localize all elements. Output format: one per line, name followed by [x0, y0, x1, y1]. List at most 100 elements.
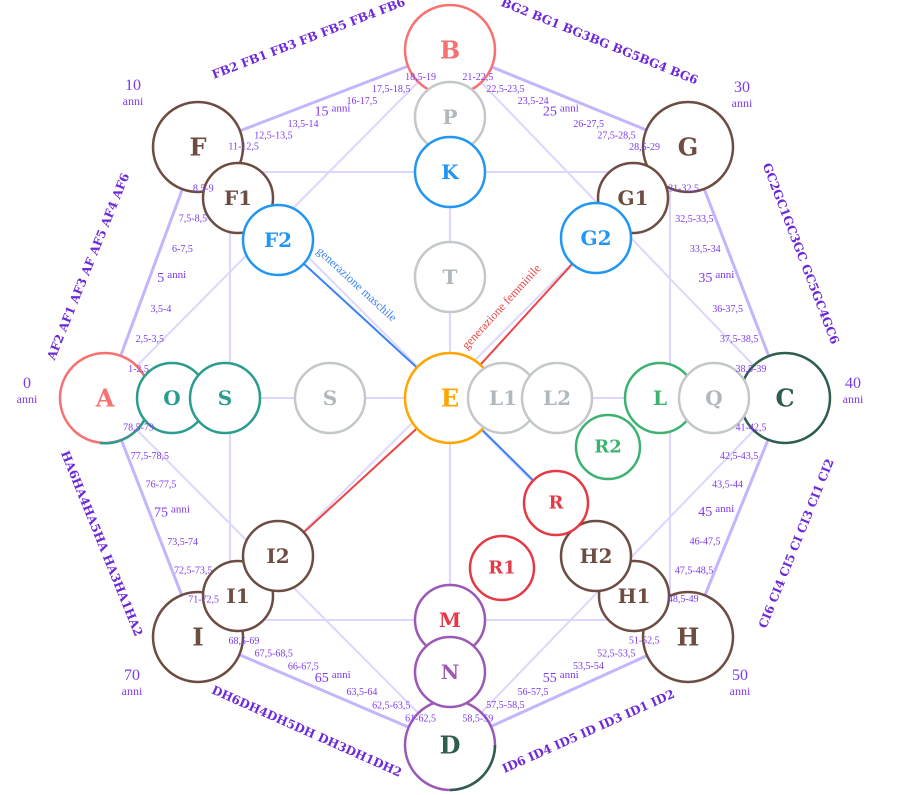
- node-label: L1: [489, 386, 517, 410]
- node-n[interactable]: N: [413, 635, 487, 709]
- node-h2[interactable]: H2: [559, 519, 633, 593]
- tick-value: 11-12,5: [228, 142, 258, 153]
- tick-value: 77,5-78,5: [131, 451, 169, 462]
- tick-unit: anni: [715, 503, 734, 515]
- node-k[interactable]: K: [413, 135, 487, 209]
- age-range-tick: 22,5-23,5: [486, 84, 524, 95]
- node-t[interactable]: T: [413, 240, 487, 314]
- tick-value: 62,5-63,5: [372, 700, 410, 711]
- node-m[interactable]: M: [413, 583, 487, 657]
- tick-value: 41-42,5: [736, 423, 767, 434]
- tick-value: 18,5-19: [405, 72, 436, 83]
- node-label: G1: [618, 186, 649, 210]
- node-s1[interactable]: S: [188, 361, 262, 435]
- age-range-tick: 26-27,5: [573, 119, 604, 130]
- node-r2[interactable]: R2: [574, 413, 642, 481]
- node-label: R2: [594, 437, 621, 458]
- node-circle: [468, 534, 536, 602]
- age-range-tick: 48,5-49: [668, 594, 699, 605]
- tick-value: 48,5-49: [668, 594, 699, 605]
- node-i2[interactable]: I2: [241, 519, 315, 593]
- node-label: K: [441, 160, 459, 184]
- tick-unit: anni: [560, 103, 579, 115]
- node-label: E: [441, 384, 459, 413]
- tick-value: 52,5-53,5: [597, 648, 635, 659]
- node-r1[interactable]: R1: [468, 534, 536, 602]
- age-range-tick: 56-57,5: [518, 687, 549, 698]
- tick-value: 5: [157, 271, 164, 286]
- tick-value: 57,5-58,5: [486, 700, 524, 711]
- node-l[interactable]: L: [623, 361, 697, 435]
- tick-value: 61-62,5: [405, 714, 436, 725]
- node-label: F1: [224, 186, 252, 210]
- tick-value: 71-72,5: [188, 594, 219, 605]
- age-range-tick: 43,5-44: [712, 480, 743, 491]
- node-label: H2: [580, 544, 613, 568]
- age-unit: anni: [123, 94, 144, 108]
- node-g2[interactable]: G2: [559, 201, 633, 275]
- node-label: H1: [618, 584, 651, 608]
- tick-unit: anni: [167, 269, 186, 281]
- tick-value: 72,5-73,5: [174, 566, 212, 577]
- age-range-tick: 52,5-53,5: [597, 648, 635, 659]
- age-value: 40: [845, 375, 861, 392]
- node-r[interactable]: R: [522, 469, 590, 537]
- node-label: P: [442, 105, 457, 129]
- tick-value: 43,5-44: [712, 480, 743, 491]
- node-circle: [559, 519, 633, 593]
- node-label: M: [439, 608, 461, 632]
- edge-code-label: HA6HA4HA5HA HA3HA1HA2: [58, 449, 145, 639]
- tick-unit: anni: [715, 269, 734, 281]
- node-f2[interactable]: F2: [241, 203, 315, 277]
- tick-value: 2,5-3,5: [136, 334, 164, 345]
- age-range-tick: 66-67,5: [288, 661, 319, 672]
- node-circle: [677, 361, 751, 435]
- age-range-tick: 3,5-4: [151, 304, 172, 315]
- tick-value: 13,5-14: [288, 119, 319, 130]
- age-range-tick: 8,5-9: [193, 183, 214, 194]
- node-circle: [293, 361, 367, 435]
- age-range-tick: 47,5-48,5: [675, 565, 713, 576]
- node-label: O: [163, 386, 180, 410]
- tick-value: 7,5-8,5: [179, 214, 207, 225]
- node-p[interactable]: P: [413, 80, 487, 154]
- age-range-tick: 58,5-59: [462, 714, 493, 725]
- age-unit: anni: [843, 392, 864, 406]
- node-label: L2: [543, 386, 571, 410]
- age-range-tick: 28,5-29: [629, 142, 660, 153]
- node-g[interactable]: G: [641, 100, 735, 194]
- tick-value: 51-52,5: [629, 636, 660, 647]
- tick-value: 26-27,5: [573, 119, 604, 130]
- node-l2[interactable]: L2: [520, 361, 594, 435]
- node-circle: [188, 361, 262, 435]
- age-range-tick: 12,5-13,5: [254, 130, 292, 141]
- node-label: F: [189, 133, 206, 162]
- age-range-tick: 37,5-38,5: [720, 334, 758, 345]
- node-b[interactable]: B: [403, 3, 497, 97]
- node-h[interactable]: H: [641, 590, 735, 684]
- tick-value: 66-67,5: [288, 661, 319, 672]
- node-q[interactable]: Q: [677, 361, 751, 435]
- tick-value: 75: [154, 505, 168, 520]
- age-range-tick: 71-72,5: [188, 594, 219, 605]
- age-range-tick: 46-47,5: [690, 537, 721, 548]
- node-label: R: [549, 493, 565, 514]
- age-range-tick: 51-52,5: [629, 636, 660, 647]
- tick-value: 45: [698, 505, 712, 520]
- node-label: Q: [705, 386, 722, 410]
- age-range-tick: 33,5-34: [690, 244, 721, 255]
- node-label: R1: [488, 558, 515, 579]
- age-range-tick: 72,5-73,5: [174, 566, 212, 577]
- node-s2[interactable]: S: [293, 361, 367, 435]
- node-circle: [522, 469, 590, 537]
- edge-code-label: GC2GC1GC3GC GC5GC4GC6: [760, 161, 842, 346]
